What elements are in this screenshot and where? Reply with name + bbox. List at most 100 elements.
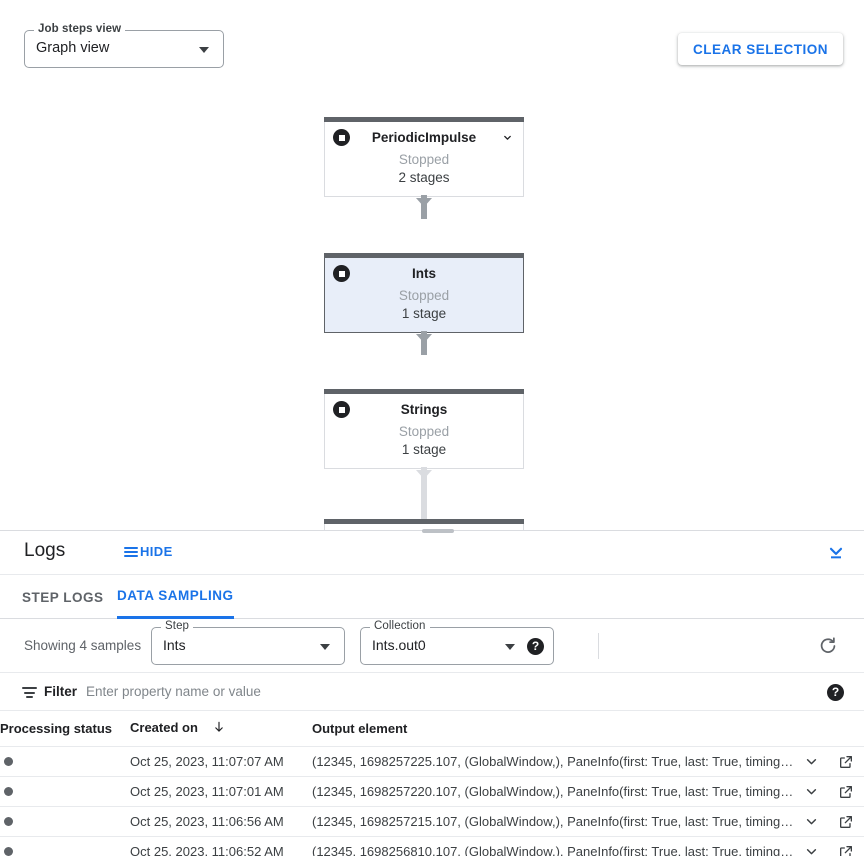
status-badge bbox=[4, 787, 13, 796]
node-stages: 2 stages bbox=[398, 170, 450, 185]
output-element-text: (12345, 1698256810.107, (GlobalWindow,),… bbox=[312, 844, 794, 856]
chevron-down-icon bbox=[320, 644, 330, 650]
step-select[interactable]: Step Ints bbox=[151, 620, 345, 665]
stop-icon bbox=[333, 129, 350, 146]
filter-icon bbox=[22, 687, 37, 701]
panel-resize-handle[interactable] bbox=[422, 529, 454, 533]
column-header-output-element[interactable]: Output element bbox=[312, 711, 864, 747]
row-actions bbox=[803, 783, 854, 800]
hide-logs-label: HIDE bbox=[140, 544, 173, 559]
node-stages: 1 stage bbox=[401, 442, 447, 457]
cell-processing-status bbox=[0, 776, 130, 807]
graph-edge bbox=[421, 467, 427, 520]
chevron-down-icon bbox=[199, 47, 209, 53]
cell-created-on: Oct 25, 2023, 11:06:56 AM bbox=[130, 806, 312, 837]
open-in-new-icon[interactable] bbox=[838, 814, 854, 830]
node-status-bar bbox=[324, 389, 524, 394]
showing-samples-text: Showing 4 samples bbox=[24, 638, 142, 653]
column-header-processing-status[interactable]: Processing status bbox=[0, 711, 130, 747]
list-icon bbox=[124, 546, 138, 557]
chevron-down-icon[interactable] bbox=[803, 843, 820, 856]
help-icon[interactable]: ? bbox=[827, 684, 844, 701]
open-in-new-icon[interactable] bbox=[838, 754, 854, 770]
cell-processing-status bbox=[0, 746, 130, 777]
node-status-bar bbox=[324, 519, 524, 524]
node-title: Strings bbox=[400, 401, 448, 417]
job-steps-view-value: Graph view bbox=[36, 40, 110, 56]
node-stages: 1 stage bbox=[401, 306, 447, 321]
output-element-text: (12345, 1698257220.107, (GlobalWindow,),… bbox=[312, 784, 794, 799]
table-row[interactable]: Oct 25, 2023, 11:07:07 AM(12345, 1698257… bbox=[0, 746, 864, 777]
graph-node-ints[interactable]: Ints Stopped 1 stage bbox=[324, 253, 524, 333]
job-steps-view-select[interactable]: Job steps view Graph view bbox=[24, 23, 224, 68]
table-header-row: Processing status Created on Output elem… bbox=[0, 711, 864, 747]
open-in-new-icon[interactable] bbox=[838, 844, 854, 856]
graph-node-partial[interactable] bbox=[324, 519, 524, 530]
node-status-bar bbox=[324, 117, 524, 122]
tab-step-logs[interactable]: STEP LOGS bbox=[22, 589, 104, 605]
help-icon[interactable]: ? bbox=[527, 638, 544, 655]
chevron-down-icon bbox=[505, 644, 515, 650]
node-status: Stopped bbox=[398, 288, 450, 303]
node-status: Stopped bbox=[398, 152, 450, 167]
cell-output-element: (12345, 1698257225.107, (GlobalWindow,),… bbox=[312, 746, 864, 777]
graph-edge-arrow bbox=[416, 198, 432, 207]
node-status-bar bbox=[324, 253, 524, 258]
chevron-down-icon[interactable] bbox=[803, 783, 820, 800]
row-actions bbox=[803, 753, 854, 770]
column-header-created-on[interactable]: Created on bbox=[130, 711, 312, 747]
refresh-icon[interactable] bbox=[817, 635, 839, 657]
cell-output-element: (12345, 1698257215.107, (GlobalWindow,),… bbox=[312, 806, 864, 837]
step-select-value: Ints bbox=[163, 637, 186, 653]
cell-output-element: (12345, 1698256810.107, (GlobalWindow,),… bbox=[312, 836, 864, 856]
column-header-created-on-label: Created on bbox=[130, 720, 198, 735]
cell-created-on: Oct 25, 2023, 11:07:01 AM bbox=[130, 776, 312, 807]
status-badge bbox=[4, 757, 13, 766]
node-header: Ints bbox=[325, 258, 523, 288]
clear-selection-button[interactable]: CLEAR SELECTION bbox=[677, 33, 843, 65]
samples-table: Processing status Created on Output elem… bbox=[0, 711, 864, 856]
graph-node-periodicimpulse[interactable]: PeriodicImpulse Stopped 2 stages bbox=[324, 117, 524, 197]
sampling-controls: Showing 4 samples Step Ints Collection I… bbox=[0, 619, 864, 673]
open-in-new-icon[interactable] bbox=[838, 784, 854, 800]
table-row[interactable]: Oct 25, 2023, 11:06:56 AM(12345, 1698257… bbox=[0, 806, 864, 837]
node-title: Ints bbox=[411, 265, 436, 281]
logs-panel: Logs HIDE STEP LOGS DATA SAMPLING Showin… bbox=[0, 530, 864, 856]
stop-icon bbox=[333, 401, 350, 418]
table-row[interactable]: Oct 25, 2023, 11:07:01 AM(12345, 1698257… bbox=[0, 776, 864, 807]
collection-select-value: Ints.out0 bbox=[372, 637, 426, 653]
chevron-down-icon[interactable] bbox=[501, 131, 514, 144]
job-steps-view-label: Job steps view bbox=[34, 23, 126, 35]
logs-tabs: STEP LOGS DATA SAMPLING bbox=[0, 575, 864, 619]
row-actions bbox=[803, 843, 854, 856]
output-element-text: (12345, 1698257225.107, (GlobalWindow,),… bbox=[312, 754, 794, 769]
chevron-down-icon[interactable] bbox=[803, 813, 820, 830]
cell-created-on: Oct 25, 2023, 11:06:52 AM bbox=[130, 836, 312, 856]
node-title: PeriodicImpulse bbox=[371, 129, 477, 145]
collection-select[interactable]: Collection Ints.out0 ? bbox=[360, 620, 554, 665]
tab-data-sampling[interactable]: DATA SAMPLING bbox=[117, 575, 234, 619]
filter-input[interactable]: Enter property name or value bbox=[86, 684, 261, 699]
graph-edge-arrow bbox=[416, 334, 432, 343]
status-badge bbox=[4, 847, 13, 856]
node-status: Stopped bbox=[398, 424, 450, 439]
status-badge bbox=[4, 817, 13, 826]
job-graph-panel: Job steps view Graph view CLEAR SELECTIO… bbox=[0, 0, 864, 530]
cell-created-on: Oct 25, 2023, 11:07:07 AM bbox=[130, 746, 312, 777]
graph-edge bbox=[421, 195, 427, 219]
hide-logs-button[interactable]: HIDE bbox=[124, 544, 173, 559]
controls-divider bbox=[598, 633, 599, 659]
logs-header: Logs HIDE bbox=[0, 531, 864, 575]
graph-node-strings[interactable]: Strings Stopped 1 stage bbox=[324, 389, 524, 469]
collapse-down-icon[interactable] bbox=[826, 543, 846, 563]
output-element-text: (12345, 1698257215.107, (GlobalWindow,),… bbox=[312, 814, 794, 829]
filter-row: Filter Enter property name or value ? bbox=[0, 673, 864, 711]
table-row[interactable]: Oct 25, 2023, 11:06:52 AM(12345, 1698256… bbox=[0, 836, 864, 856]
step-select-label: Step bbox=[161, 620, 194, 632]
cell-processing-status bbox=[0, 836, 130, 856]
row-actions bbox=[803, 813, 854, 830]
cell-output-element: (12345, 1698257220.107, (GlobalWindow,),… bbox=[312, 776, 864, 807]
logs-title: Logs bbox=[24, 540, 66, 561]
chevron-down-icon[interactable] bbox=[803, 753, 820, 770]
